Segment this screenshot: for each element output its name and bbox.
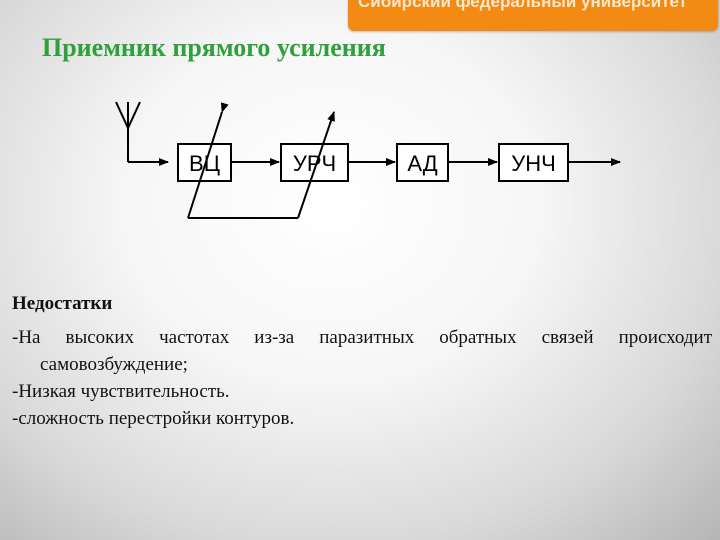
block-unch-label: УНЧ: [511, 151, 556, 176]
banner-text: Сибирский федеральный университет: [358, 0, 688, 11]
slide-title: Приемник прямого усиления: [42, 33, 386, 62]
disadvantages-heading: Недостатки: [12, 293, 113, 314]
university-banner: Сибирский федеральный университет: [348, 0, 718, 31]
disadvantage-item: -Низкая чувствительность.: [12, 381, 230, 402]
disadvantage-item: -сложность перестройки контуров.: [12, 408, 295, 429]
block-vc: ВЦ: [177, 143, 232, 182]
disadvantages-section: Недостатки -На высоких частотах из-за па…: [12, 290, 712, 432]
block-ad-label: АД: [407, 151, 437, 176]
ganged-tuning-line: [187, 102, 335, 219]
antenna-icon: [115, 101, 169, 166]
block-urch: УРЧ: [280, 143, 349, 182]
disadvantage-item: -На высоких частотах из-за паразитных об…: [12, 327, 712, 375]
block-unch: УНЧ: [498, 143, 569, 182]
receiver-block-diagram: ВЦ УРЧ АД УНЧ: [115, 101, 621, 219]
block-ad: АД: [396, 143, 449, 182]
